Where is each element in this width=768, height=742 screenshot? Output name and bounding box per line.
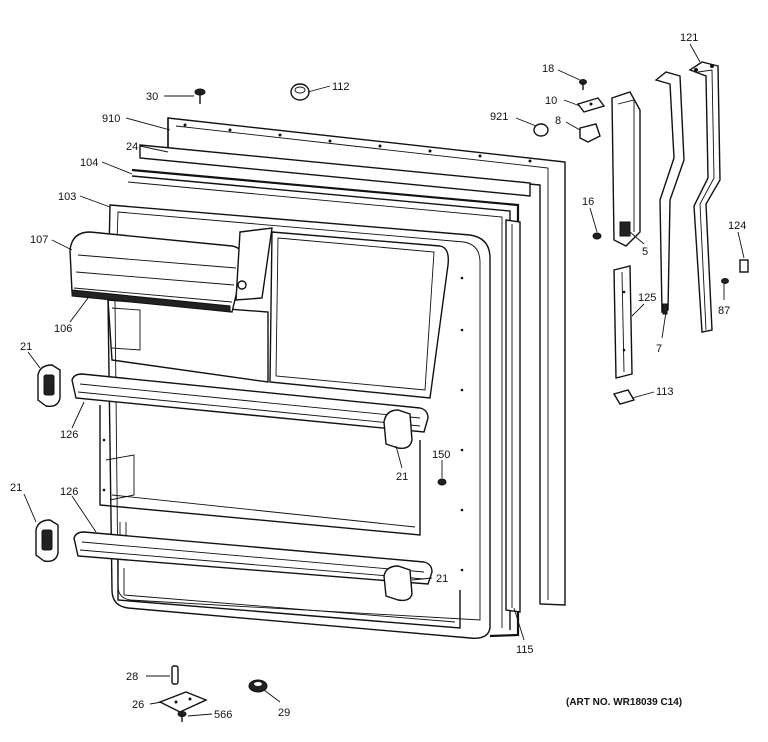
bushing-29 (248, 679, 268, 693)
callout-30: 30 (146, 91, 158, 103)
screw-566 (177, 711, 187, 722)
dairy-door (69, 227, 273, 313)
end-cap-113 (612, 389, 636, 405)
leader-lines (23, 43, 745, 717)
callout-107: 107 (30, 234, 48, 246)
callout-labels: 30 112 910 24 104 103 107 106 21 126 21 … (10, 32, 746, 721)
door-liner (99, 204, 491, 639)
callout-113: 113 (656, 386, 674, 398)
screw-150 (437, 478, 447, 486)
callout-28: 28 (126, 671, 138, 683)
hinge-part-10 (576, 97, 606, 113)
callout-126-upper: 126 (60, 429, 78, 441)
clip-124 (739, 259, 749, 273)
callout-21-left-upper: 21 (20, 341, 32, 353)
callout-26: 26 (132, 699, 144, 711)
door-shelf-lower (73, 531, 433, 585)
callout-124: 124 (728, 220, 746, 232)
callout-126-lower: 126 (60, 486, 78, 498)
callout-112: 112 (332, 81, 350, 93)
callout-21-left-lower: 21 (10, 482, 22, 494)
callout-7: 7 (656, 343, 662, 355)
plate-26 (158, 691, 208, 713)
callout-106: 106 (54, 323, 72, 335)
door-shelf-upper (71, 373, 429, 433)
dairy-door-hinge (71, 289, 231, 313)
callout-910: 910 (102, 113, 120, 125)
handle-121 (688, 61, 721, 333)
callout-18: 18 (542, 63, 554, 75)
callout-87: 87 (718, 305, 730, 317)
shelf-end-cap-left-lower (35, 519, 59, 563)
shelf-end-cap-right-upper (383, 409, 413, 450)
callout-125: 125 (638, 292, 656, 304)
screw-30 (194, 88, 206, 104)
pin-28 (171, 665, 179, 685)
cap-921 (533, 123, 549, 137)
callout-921: 921 (490, 111, 508, 123)
callout-24: 24 (126, 141, 138, 153)
hinge-part-8 (579, 123, 601, 143)
screw-18 (579, 79, 587, 90)
shelf-end-cap-right-lower (383, 565, 413, 602)
plug-112 (290, 83, 310, 101)
callout-16: 16 (582, 196, 594, 208)
callout-10: 10 (545, 95, 557, 107)
callout-121: 121 (680, 32, 698, 44)
callout-104: 104 (80, 157, 98, 169)
callout-8: 8 (555, 115, 561, 127)
callout-21-right-lower: 21 (436, 573, 448, 585)
handle-trim (613, 265, 633, 379)
callout-5: 5 (642, 246, 648, 258)
breaker-strip-top (139, 144, 531, 197)
callout-115: 115 (516, 644, 534, 656)
screw-16 (592, 232, 602, 240)
callout-29: 29 (278, 707, 290, 719)
callout-103: 103 (58, 191, 76, 203)
handle-bracket (611, 91, 641, 247)
callout-566: 566 (214, 709, 232, 721)
door-handle (654, 71, 685, 315)
callout-150: 150 (432, 449, 450, 461)
art-number: (ART NO. WR18039 C14) (566, 697, 682, 708)
side-breaker-strip (505, 219, 521, 613)
screw-87 (721, 278, 729, 284)
callout-21-right-upper: 21 (396, 471, 408, 483)
shelf-end-cap-left-upper (37, 364, 61, 408)
